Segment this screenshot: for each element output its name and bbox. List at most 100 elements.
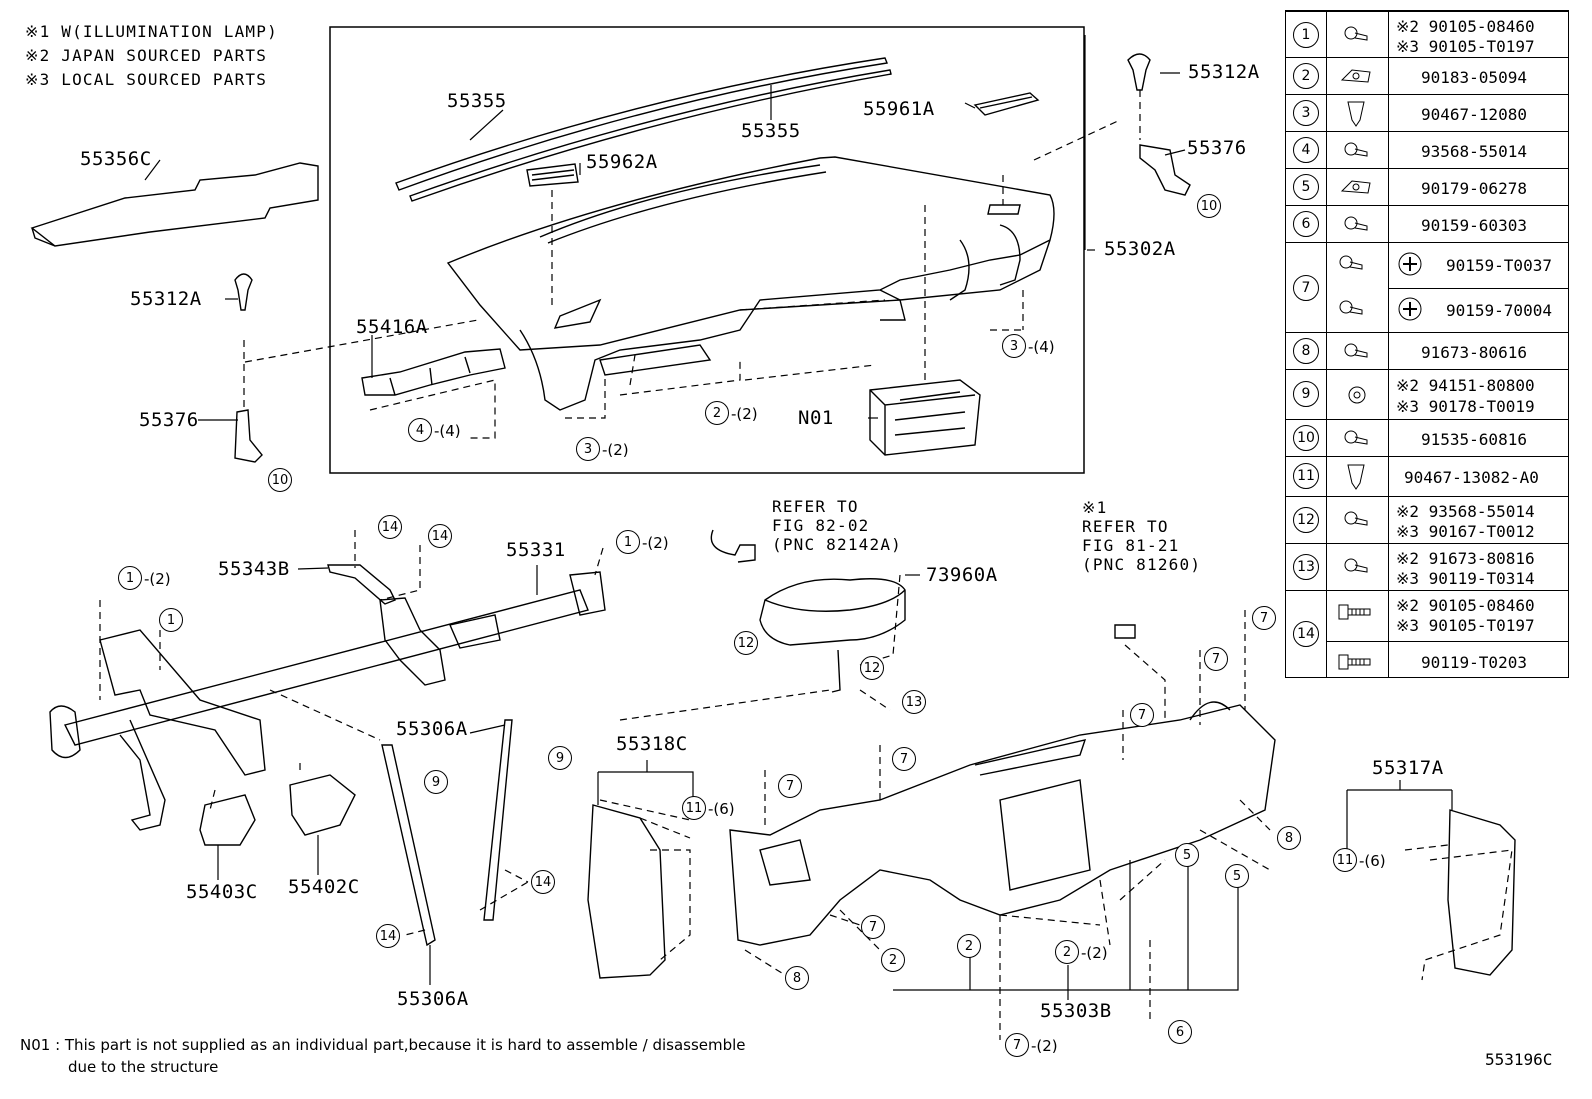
- legend-part-number: ※2 90105-08460: [1396, 596, 1535, 615]
- callout-8: 8: [785, 966, 809, 990]
- callout-2: 2: [1055, 940, 1079, 964]
- callout-14: 14: [531, 870, 555, 894]
- label-55355-lower: 55355: [741, 120, 801, 142]
- legend-num: 6: [1293, 211, 1319, 237]
- bolt-icon: [1344, 216, 1368, 231]
- legend-row-14: 14 ※2 90105-08460 ※3 90105-T0197 90119-T…: [1286, 590, 1568, 678]
- side-panel-55317A: [1447, 809, 1516, 976]
- qty-label: -(2): [144, 570, 171, 588]
- insulator-pad-55356C: [30, 162, 319, 247]
- footnote-line-1: N01 : This part is not supplied as an in…: [20, 1036, 746, 1054]
- qty-label: -(2): [731, 405, 758, 423]
- defroster-garnish-lower: [409, 69, 892, 202]
- label-55376-left: 55376: [139, 409, 199, 431]
- callout-12: 12: [860, 656, 884, 680]
- callout-14: 14: [378, 515, 402, 539]
- qty-label: -(2): [1031, 1037, 1058, 1055]
- clip-55312A-right: [1127, 53, 1151, 91]
- legend-num: 9: [1293, 381, 1319, 407]
- legend-part-number: 90467-13082-A0: [1404, 468, 1539, 487]
- callout-7: 7: [1130, 703, 1154, 727]
- legend-row-1: 1 ※2 90105-08460 ※3 90105-T0197: [1286, 11, 1568, 58]
- instrument-panel-inset-frame: [329, 26, 1085, 474]
- callout-7: 7: [778, 774, 802, 798]
- bolt-icon: [1344, 343, 1368, 358]
- legend-divider: [1388, 11, 1389, 677]
- callout-4: 4: [408, 418, 432, 442]
- label-73960A: 73960A: [926, 564, 998, 586]
- duct-55403C: [199, 794, 256, 846]
- label-55376-right: 55376: [1187, 137, 1247, 159]
- panel-bracket-55416A: [361, 348, 506, 396]
- bolt-icon: [1344, 558, 1368, 573]
- duct-55402C: [289, 774, 356, 836]
- legend-row-3: 3 90467-12080: [1286, 94, 1568, 132]
- bolt-icon: [1344, 142, 1368, 157]
- brace-55306A-left: [381, 744, 436, 947]
- legend-part-number: 93568-55014: [1421, 142, 1527, 161]
- legend-num: 8: [1293, 338, 1319, 364]
- label-55961A: 55961A: [863, 98, 935, 120]
- bracket-55376-right: [1139, 144, 1191, 196]
- callout-1: 1: [616, 530, 640, 554]
- footnote-line-2: due to the structure: [68, 1058, 219, 1076]
- legend-row-4: 4 93568-55014: [1286, 131, 1568, 169]
- callout-3: 3: [1002, 334, 1026, 358]
- nut-icon: [1348, 386, 1366, 404]
- callout-5: 5: [1175, 843, 1199, 867]
- callout-11: 11: [682, 796, 706, 820]
- callout-7: 7: [1204, 647, 1228, 671]
- legend-part-number: ※3 90105-T0197: [1396, 616, 1535, 635]
- label-55306A-upper: 55306A: [396, 718, 468, 740]
- bolt-icon: [1344, 430, 1368, 445]
- callout-7: 7: [1252, 606, 1276, 630]
- label-55331: 55331: [506, 539, 566, 561]
- callout-7: 7: [892, 747, 916, 771]
- legend-part-number: 90179-06278: [1421, 179, 1527, 198]
- legend-part-number: ※3 90178-T0019: [1396, 397, 1535, 416]
- callout-1: 1: [159, 608, 183, 632]
- legend-part-number: ※2 90105-08460: [1396, 17, 1535, 36]
- callout-7: 7: [861, 915, 885, 939]
- legend-part-number: 90183-05094: [1421, 68, 1527, 87]
- bracket-55376-left: [234, 409, 263, 463]
- legend-row-2: 2 90183-05094: [1286, 57, 1568, 95]
- callout-10: 10: [268, 468, 292, 492]
- bolt-icon: [1339, 300, 1363, 315]
- legend-num: 2: [1293, 63, 1319, 89]
- bolt-icon: [1339, 255, 1363, 270]
- legend-row-10: 10 91535-60816: [1286, 419, 1568, 457]
- legend-num: 11: [1293, 463, 1319, 489]
- instrument-panel-top-outline: [446, 156, 1055, 351]
- callout-7: 7: [1005, 1033, 1029, 1057]
- nut-clip-icon: [1340, 69, 1371, 83]
- qty-label: -(4): [1028, 338, 1055, 356]
- clip-icon: [1347, 101, 1365, 127]
- callout-5: 5: [1225, 864, 1249, 888]
- callout-10: 10: [1197, 194, 1221, 218]
- legend-row-7: 7 90159-T0037 90159-70004: [1286, 242, 1568, 333]
- legend-part-number: 91535-60816: [1421, 430, 1527, 449]
- qty-label: -(2): [602, 441, 629, 459]
- callout-9: 9: [548, 746, 572, 770]
- legend-row-5: 5 90179-06278: [1286, 168, 1568, 206]
- bolt-icon: [1344, 26, 1368, 41]
- label-55312A-right: 55312A: [1188, 61, 1260, 83]
- legend-part-number: 90467-12080: [1421, 105, 1527, 124]
- reinforcement-tube: [63, 589, 589, 746]
- legend-part-number: 90159-60303: [1421, 216, 1527, 235]
- qty-label: -(4): [434, 422, 461, 440]
- nut-clip-icon: [1340, 180, 1371, 194]
- note-local-sourced: ※3 LOCAL SOURCED PARTS: [25, 70, 268, 89]
- callout-2: 2: [881, 948, 905, 972]
- legend-num: 3: [1293, 100, 1319, 126]
- legend-num: 12: [1293, 507, 1319, 533]
- label-55312A-left: 55312A: [130, 288, 202, 310]
- qty-label: -(6): [708, 800, 735, 818]
- note-japan-sourced: ※2 JAPAN SOURCED PARTS: [25, 46, 268, 65]
- legend-num: 1: [1293, 22, 1319, 48]
- label-55355-upper: 55355: [447, 90, 507, 112]
